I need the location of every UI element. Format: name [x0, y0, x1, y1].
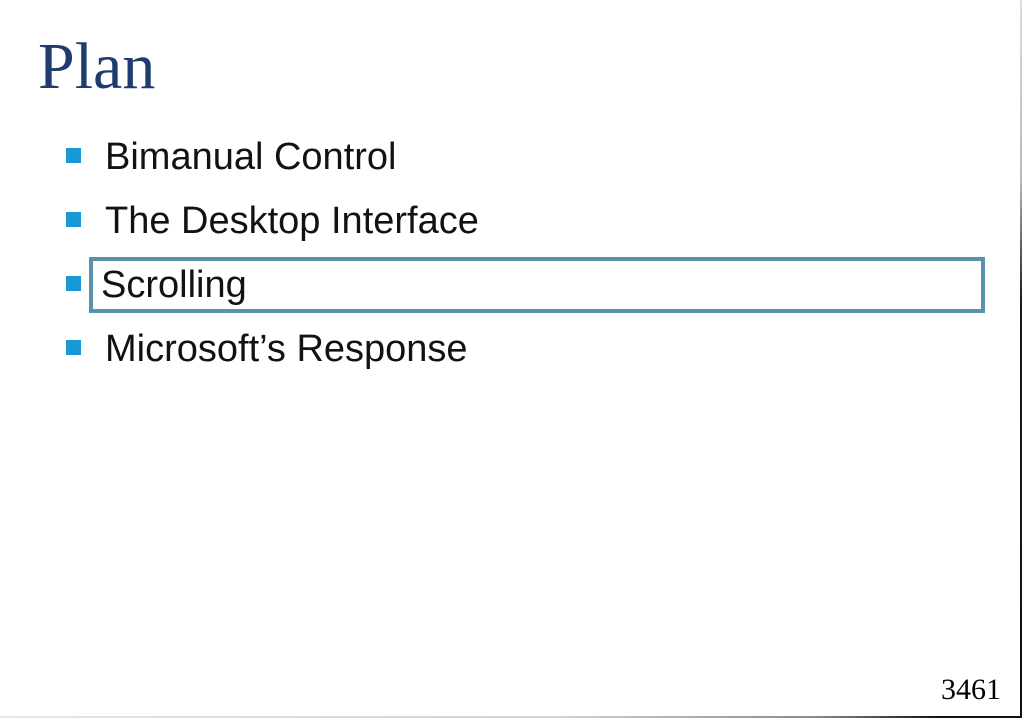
page-number: 3461 [941, 673, 1001, 706]
slide-bottom-edge-line [0, 716, 1022, 718]
bullet-square-icon [66, 275, 81, 291]
highlight-box: Scrolling [89, 257, 985, 313]
slide-right-edge-line [1020, 0, 1022, 718]
page-title: Plan [38, 30, 156, 103]
bullet-label: Scrolling [101, 264, 247, 306]
list-item: Bimanual Control [66, 125, 996, 189]
bullet-list: Bimanual Control The Desktop Interface S… [66, 125, 996, 381]
list-item: Microsoft’s Response [66, 317, 996, 381]
bullet-label: Bimanual Control [105, 136, 397, 178]
list-item: The Desktop Interface [66, 189, 996, 253]
bullet-label: Microsoft’s Response [105, 328, 468, 370]
bullet-square-icon [66, 211, 81, 227]
bullet-square-icon [66, 147, 81, 163]
bullet-label: The Desktop Interface [105, 200, 479, 242]
list-item: Scrolling [66, 253, 996, 317]
bullet-square-icon [66, 339, 81, 355]
